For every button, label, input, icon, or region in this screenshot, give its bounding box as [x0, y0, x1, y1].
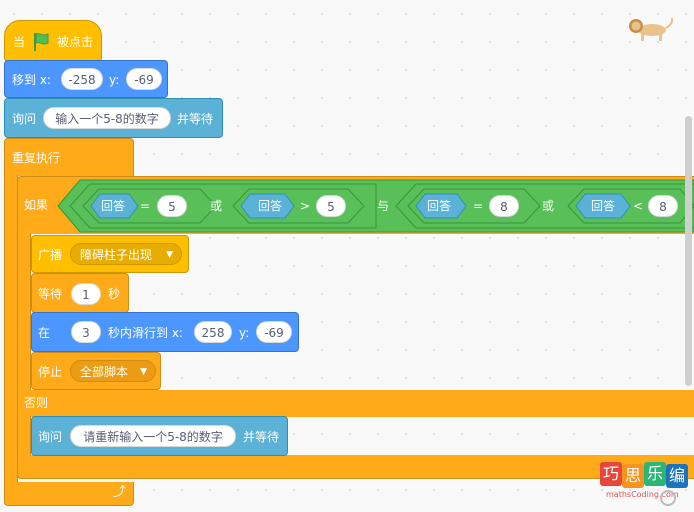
glide-y-input[interactable]: -69 — [256, 321, 292, 343]
and-label: 与 — [377, 199, 390, 213]
forever-label: 重复执行 — [12, 151, 61, 165]
stop-block[interactable]: 停止 全部脚本 ▼ — [31, 352, 161, 390]
forever-block[interactable]: 重复执行 — [4, 138, 134, 176]
c3-reporter-answer[interactable]: 回答 — [427, 199, 452, 213]
broadcast-message-dropdown[interactable]: 障碍柱子出现 ▼ — [70, 243, 182, 265]
broadcast-block[interactable]: 广播 障碍柱子出现 ▼ — [31, 235, 189, 273]
if-label: 如果 — [24, 198, 49, 212]
c2-reporter-answer[interactable]: 回答 — [258, 199, 283, 213]
glide-seconds-input[interactable]: 3 — [71, 321, 101, 343]
wait-label: 等待 — [38, 287, 63, 301]
goto-y-label: y: — [109, 73, 120, 87]
c3-value-input[interactable]: 8 — [489, 195, 519, 217]
broadcast-label: 广播 — [38, 248, 63, 262]
else-arm — [17, 416, 31, 456]
stop-option-dropdown[interactable]: 全部脚本 ▼ — [70, 360, 156, 382]
wait-seconds-input[interactable]: 1 — [71, 283, 101, 305]
goto-x-input[interactable]: -258 — [61, 68, 103, 90]
or2-label: 或 — [542, 199, 555, 213]
goto-label: 移到 x: — [12, 73, 51, 87]
loop-arrow-icon: ⤴ — [113, 485, 127, 500]
else-section: 否则 — [17, 390, 694, 417]
ask-again-block[interactable]: 询问 请重新输入一个5-8的数字 并等待 — [31, 416, 288, 456]
vertical-scrollbar[interactable] — [685, 116, 692, 386]
glide-x-input[interactable]: 258 — [194, 321, 232, 343]
logo-char-3: 乐 — [644, 462, 666, 486]
watermark-url: mathsCoding.com — [606, 490, 679, 499]
c4-operator-label: < — [633, 199, 644, 213]
ask-and-wait-block[interactable]: 询问 输入一个5-8的数字 并等待 — [4, 98, 223, 138]
or1-label: 或 — [210, 199, 223, 213]
glide-label: 在 — [38, 326, 51, 340]
glide-to-xy-block[interactable]: 在 3 秒内滑行到 x: 258 y: -69 — [31, 312, 299, 352]
ask2-label: 询问 — [38, 430, 63, 444]
green-flag-icon — [32, 32, 50, 56]
goto-xy-block[interactable]: 移到 x: -258 y: -69 — [4, 60, 168, 98]
broadcast-message-text: 障碍柱子出现 — [80, 248, 153, 262]
c2-operator-label: > — [300, 199, 311, 213]
c1-reporter-answer[interactable]: 回答 — [101, 199, 126, 213]
c3-operator-label: = — [473, 199, 484, 213]
lion-sprite-icon — [629, 17, 674, 41]
c2-value-input[interactable]: 5 — [316, 195, 346, 217]
c4-value-input[interactable]: 8 — [648, 195, 678, 217]
when-flag-clicked-block[interactable]: 当 被点击 — [4, 20, 102, 62]
forever-bottom: ⤴ — [4, 482, 134, 506]
hat-when-label: 当 — [13, 35, 26, 49]
wait-block[interactable]: 等待 1 秒 — [31, 273, 129, 313]
if-else-bottom — [17, 455, 694, 479]
c1-operator-label: = — [140, 199, 151, 213]
zoom-icon[interactable] — [660, 490, 676, 506]
ask2-question-input[interactable]: 请重新输入一个5-8的数字 — [70, 425, 236, 447]
if-arm — [17, 233, 31, 391]
glide-y-label: y: — [239, 326, 250, 340]
ask-question-input[interactable]: 输入一个5-8的数字 — [43, 107, 171, 129]
ask-suffix-label: 并等待 — [177, 112, 214, 126]
logo-char-4: 编 — [666, 464, 688, 488]
ask-label: 询问 — [12, 112, 37, 126]
goto-y-input[interactable]: -69 — [126, 68, 162, 90]
dropdown-caret-icon: ▼ — [140, 367, 147, 377]
c4-reporter-answer[interactable]: 回答 — [591, 199, 616, 213]
else-label: 否则 — [24, 396, 49, 410]
wait-unit-label: 秒 — [108, 287, 121, 301]
stop-option-text: 全部脚本 — [80, 365, 129, 379]
logo-char-2: 思 — [622, 464, 644, 488]
hat-clicked-label: 被点击 — [57, 35, 94, 49]
glide-mid-label: 秒内滑行到 x: — [108, 326, 183, 340]
dropdown-caret-icon: ▼ — [166, 250, 173, 260]
stop-label: 停止 — [38, 365, 63, 379]
ask2-suffix-label: 并等待 — [243, 430, 280, 444]
c1-value-input[interactable]: 5 — [157, 195, 187, 217]
watermark-logo: 巧 思 乐 编 mathsCoding.com — [600, 462, 692, 502]
logo-char-1: 巧 — [600, 462, 622, 486]
